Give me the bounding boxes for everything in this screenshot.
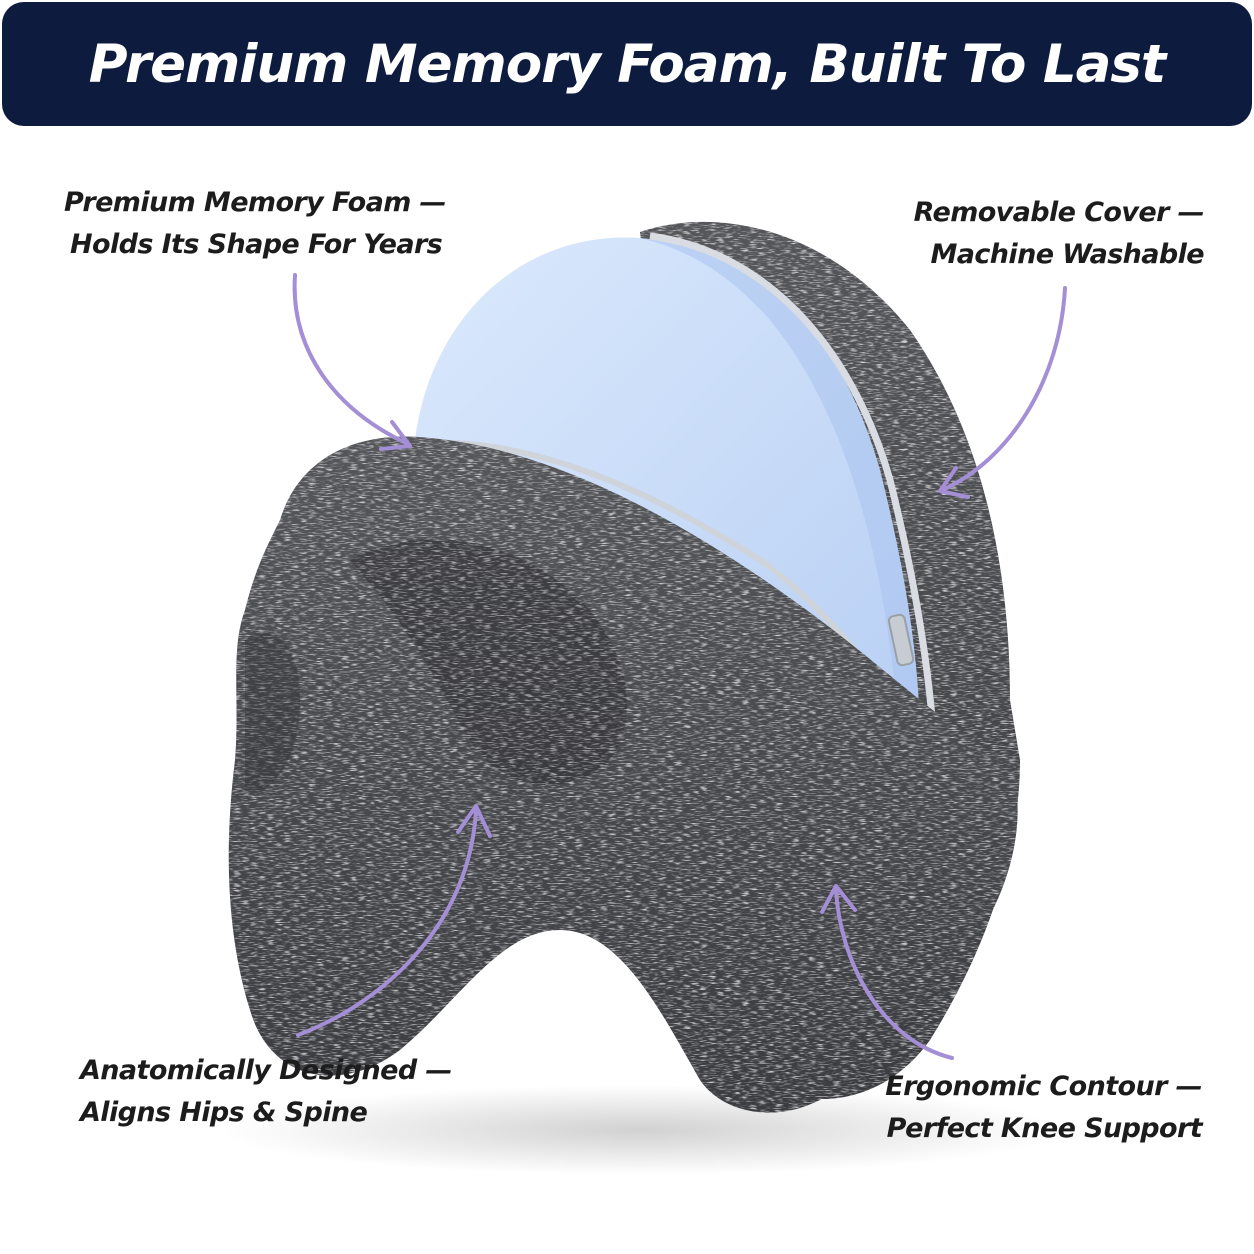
callout-line: Removable Cover — <box>913 197 1205 228</box>
callout-ergonomic-contour: Ergonomic Contour — Perfect Knee Support <box>885 1066 1202 1150</box>
callout-anatomical-design: Anatomically Designed — Aligns Hips & Sp… <box>80 1050 452 1134</box>
arrow-icon <box>296 804 492 1037</box>
callout-line: Ergonomic Contour — <box>885 1071 1202 1102</box>
ground-shadow <box>220 1085 1060 1175</box>
callout-line: Premium Memory Foam — <box>64 187 447 218</box>
callout-line: Perfect Knee Support <box>886 1113 1203 1144</box>
header-banner: Premium Memory Foam, Built To Last <box>2 2 1252 126</box>
callout-line: Aligns Hips & Spine <box>80 1097 368 1128</box>
arrow-icon <box>820 884 954 1060</box>
arrow-icon <box>938 286 1067 499</box>
callout-line: Machine Washable <box>930 239 1205 270</box>
callout-memory-foam: Premium Memory Foam — Holds Its Shape Fo… <box>64 182 447 266</box>
banner-title: Premium Memory Foam, Built To Last <box>88 33 1166 95</box>
callout-line: Holds Its Shape For Years <box>70 229 443 260</box>
zipper-pull-icon <box>887 613 915 667</box>
callout-removable-cover: Removable Cover — Machine Washable <box>913 192 1205 276</box>
callout-line: Anatomically Designed — <box>80 1055 452 1086</box>
zipper-track <box>649 232 939 761</box>
arrow-icon <box>292 273 412 451</box>
